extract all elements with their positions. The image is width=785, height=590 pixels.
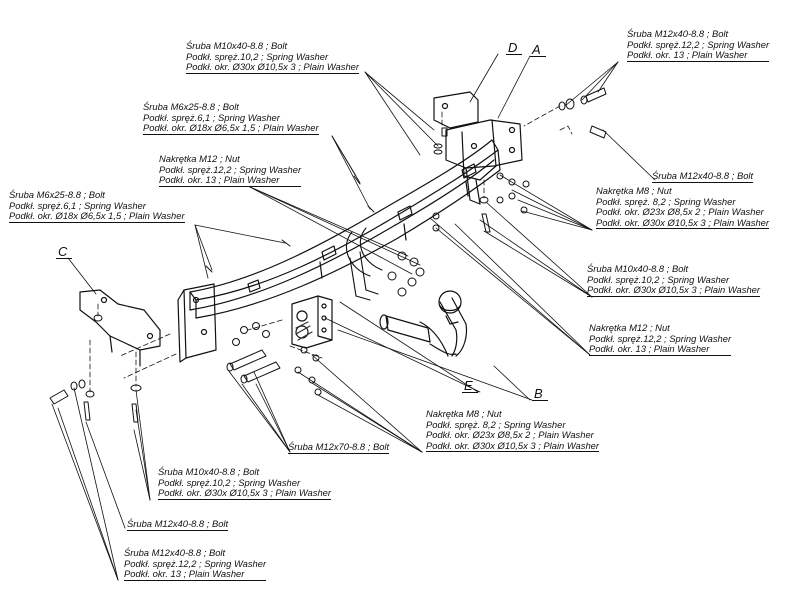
label-line: Podkł. spręż.12,2 ; Spring Washer [124,557,267,569]
label-line: Śruba M12x40-8.8 ; Bolt [627,28,729,39]
label-line: Podkł. okr. 13 ; Plain Washer [159,175,302,187]
label-bolt-m12-bottom-single: Śruba M12x40-8.8 ; Bolt [127,518,229,531]
fasteners [49,87,607,423]
part-letter-a: A [530,43,546,57]
tow-ball-assembly [379,290,468,357]
label-line: Nakrętka M8 ; Nut [596,185,672,196]
part-letter-d: D [506,41,523,55]
label-nut-m12-right: Nakrętka M12 ; Nut Podkł. spręż.12,2 ; S… [589,322,732,356]
part-letter-e: E [462,379,478,393]
left-side-bracket [79,283,217,367]
label-line: Podkł. okr. Ø23x Ø8,5x 2 ; Plain Washer [596,206,764,218]
label-line: Nakrętka M8 ; Nut [426,408,502,419]
label-line: Nakrętka M12 ; Nut [159,153,240,164]
label-line: Śruba M12x40-8.8 ; Bolt [127,518,229,531]
drop-struts [345,227,383,301]
label-bolt-m12-bottom: Śruba M12x40-8.8 ; Bolt Podkł. spręż.12,… [124,547,267,581]
label-line: Śruba M10x40-8.8 ; Bolt [158,466,260,477]
label-line: Podkł. okr. Ø18x Ø6,5x 1,5 ; Plain Washe… [9,210,185,223]
label-line: Podkł. okr. Ø30x Ø10,5x 3 ; Plain Washer [587,284,760,297]
label-line: Śruba M12x70-8.8 ; Bolt [288,441,390,454]
label-nut-m8-bottom: Nakrętka M8 ; Nut Podkł. spręż. 8,2 ; Sp… [426,408,599,453]
part-letter-c: C [56,245,73,259]
socket-plate [291,295,333,349]
label-line: Podkł. spręż.6,1 ; Spring Washer [143,111,280,123]
label-bolt-m12-top-right: Śruba M12x40-8.8 ; Bolt Podkł. spręż.12,… [627,28,770,62]
label-bolt-m12-right-single: Śruba M12x40-8.8 ; Bolt [652,170,754,183]
label-line: Śruba M6x25-8.8 ; Bolt [143,101,239,112]
label-line: Śruba M6x25-8.8 ; Bolt [9,189,105,200]
label-bolt-m6-left: Śruba M6x25-8.8 ; Bolt Podkł. spręż.6,1 … [9,189,185,223]
label-line: Podkł. spręż.10,2 ; Spring Washer [158,476,301,488]
label-bolt-m6-upper: Śruba M6x25-8.8 ; Bolt Podkł. spręż.6,1 … [143,101,319,135]
label-line: Podkł. okr. Ø30x Ø10,5x 3 ; Plain Washer [158,487,331,500]
label-line: Podkł. okr. 13 ; Plain Washer [627,50,770,62]
label-line: Podkł. okr. 13 ; Plain Washer [589,344,732,356]
label-bolt-m10-bottom: Śruba M10x40-8.8 ; Bolt Podkł. spręż.10,… [158,466,331,500]
label-line: Podkł. okr. Ø30x Ø10,5x 3 ; Plain Washer [426,439,599,453]
label-line: Podkł. spręż.12,2 ; Spring Washer [589,332,732,344]
label-line: Podkł. spręż. 8,2 ; Spring Washer [426,418,566,430]
label-line: Podkł. okr. Ø18x Ø6,5x 1,5 ; Plain Washe… [143,122,319,135]
label-line: Śruba M12x40-8.8 ; Bolt [124,547,226,558]
assembly-axes [89,105,573,393]
label-bolt-m10-right: Śruba M10x40-8.8 ; Bolt Podkł. spręż.10,… [587,263,760,297]
label-bolt-m10-top: Śruba M10x40-8.8 ; Bolt Podkł. spręż.10,… [186,40,359,74]
label-line: Podkł. okr. 13 ; Plain Washer [124,569,267,581]
label-line: Śruba M10x40-8.8 ; Bolt [587,263,689,274]
label-line: Podkł. spręż.10,2 ; Spring Washer [587,273,730,285]
label-line: Podkł. spręż.10,2 ; Spring Washer [186,50,329,62]
leader-lines [51,53,656,581]
label-line: Podkł. spręż. 8,2 ; Spring Washer [596,195,736,207]
label-line: Podkł. okr. Ø30x Ø10,5x 3 ; Plain Washer [596,216,769,230]
label-nut-m8-right: Nakrętka M8 ; Nut Podkł. spręż. 8,2 ; Sp… [596,185,769,230]
part-letter-b: B [532,387,548,401]
label-line: Podkł. spręż.6,1 ; Spring Washer [9,199,146,211]
label-line: Śruba M12x40-8.8 ; Bolt [652,170,754,183]
label-line: Podkł. okr. Ø30x Ø10,5x 3 ; Plain Washer [186,61,359,74]
right-side-bracket [433,91,523,205]
label-bolt-m12x70: Śruba M12x70-8.8 ; Bolt [288,441,390,454]
label-line: Śruba M10x40-8.8 ; Bolt [186,40,288,51]
label-line: Podkł. spręż.12,2 ; Spring Washer [159,163,302,175]
label-nut-m12-upper: Nakrętka M12 ; Nut Podkł. spręż.12,2 ; S… [159,153,302,187]
label-line: Nakrętka M12 ; Nut [589,322,670,333]
label-line: Podkł. spręż.12,2 ; Spring Washer [627,38,770,50]
label-line: Podkł. okr. Ø23x Ø8,5x 2 ; Plain Washer [426,429,594,441]
